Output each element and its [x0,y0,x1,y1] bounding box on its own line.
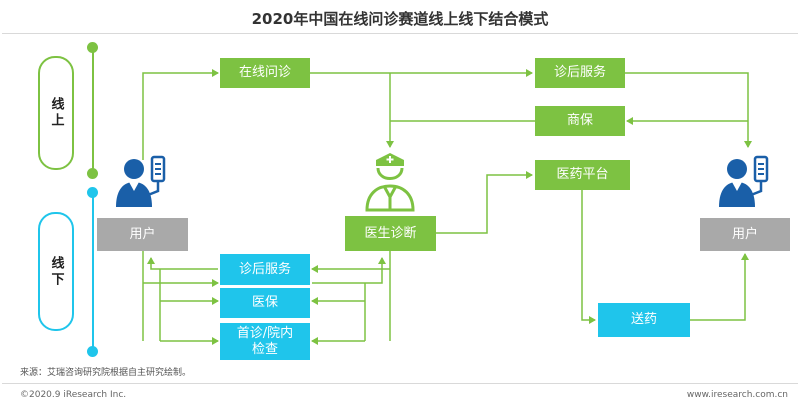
first-visit-box: 首诊/院内 检查 [220,323,310,360]
online-label-pill: 线上 [38,56,74,170]
online-after-service-label: 诊后服务 [553,65,606,81]
offline-label-pill: 线下 [38,212,74,331]
user-left-box: 用户 [97,218,188,251]
source-note: 来源：艾瑞咨询研究院根据自主研究绘制。 [20,368,192,378]
delivery-label: 送药 [630,312,657,328]
first-visit-label-line2: 检查 [251,341,278,357]
medical-insurance-label: 医保 [251,295,278,311]
offline-label: 线下 [48,255,64,288]
online-consult-label: 在线问诊 [238,65,291,81]
user-left-label: 用户 [129,226,156,242]
medical-insurance-box: 医保 [220,288,310,318]
offline-after-service-box: 诊后服务 [220,254,310,285]
doctor-diagnosis-label: 医生诊断 [364,225,417,241]
diagram-title: 2020年中国在线问诊赛道线上线下结合模式 [251,10,549,28]
doctor-diagnosis-box: 医生诊断 [345,216,436,251]
title-divider [2,33,798,34]
online-consult-box: 在线问诊 [220,58,310,88]
commercial-insurance-label: 商保 [566,113,593,129]
website: www.iresearch.com.cn [686,390,788,400]
offline-after-service-label: 诊后服务 [238,261,291,277]
first-visit-label-line1: 首诊/院内 [236,325,294,341]
user-right-box: 用户 [700,218,790,251]
pharmacy-platform-box: 医药平台 [535,160,630,190]
rail-dot-online-end [87,168,98,179]
online-label: 线上 [48,97,64,129]
delivery-box: 送药 [598,303,690,337]
online-rail [92,48,94,174]
online-after-service-box: 诊后服务 [535,58,625,88]
rail-dot-top [87,42,98,53]
offline-rail [92,193,94,351]
pharmacy-platform-label: 医药平台 [556,167,609,183]
patient-with-iv-icon [719,155,769,207]
rail-dot-bottom [87,346,98,357]
commercial-insurance-box: 商保 [535,106,625,136]
rail-dot-offline-start [87,187,98,198]
patient-with-iv-icon [116,155,166,207]
copyright: ©2020.9 iResearch Inc. [20,390,127,400]
footer-divider [2,383,798,384]
doctor-icon [365,153,415,212]
user-right-label: 用户 [731,226,758,242]
